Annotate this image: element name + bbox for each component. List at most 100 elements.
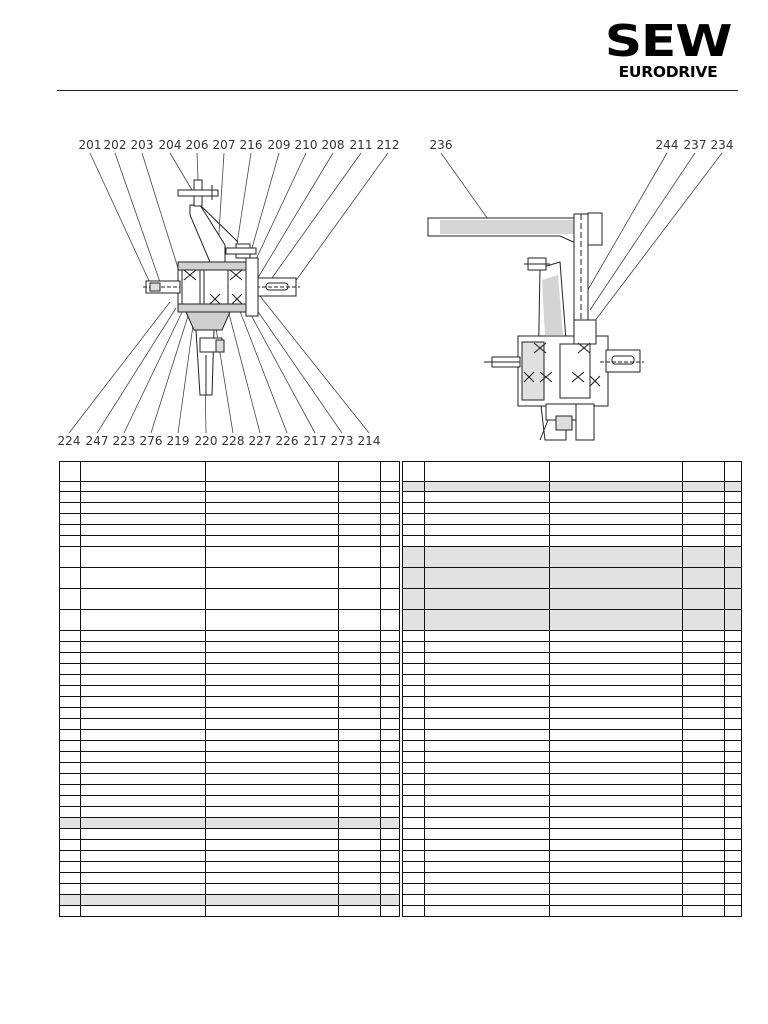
right-table-cell	[549, 546, 683, 568]
left-table-cell	[59, 630, 81, 642]
right-table-cell	[724, 546, 742, 568]
left-table-cell	[380, 773, 400, 785]
table-row	[402, 729, 742, 741]
right-table-cell	[402, 663, 425, 675]
right-table-cell	[724, 696, 742, 708]
left-table-cell	[80, 641, 206, 653]
left-table-cell	[380, 535, 400, 547]
left-table-cell	[338, 872, 381, 884]
left-table-cell	[338, 652, 381, 664]
right-table-cell	[402, 839, 425, 851]
right-table-cell	[724, 751, 742, 763]
left-table-cell	[338, 588, 381, 610]
left-table-cell	[80, 696, 206, 708]
left-table-cell	[59, 839, 81, 851]
table-row	[402, 674, 742, 686]
right-table-cell	[549, 762, 683, 774]
left-table-cell	[338, 685, 381, 697]
right-table-cell	[402, 872, 425, 884]
table-row	[59, 535, 400, 547]
right-table-cell	[724, 795, 742, 807]
left-table-cell	[59, 641, 81, 653]
right-table-cell	[424, 718, 550, 730]
right-table-cell	[424, 535, 550, 547]
table-row	[402, 773, 742, 785]
left-table-cell	[205, 663, 339, 675]
table-row	[59, 894, 400, 906]
left-table-cell	[338, 718, 381, 730]
left-table-cell	[80, 567, 206, 589]
right-table-cell	[549, 828, 683, 840]
left-table-cell	[338, 513, 381, 525]
right-table-cell	[682, 609, 725, 631]
right-table-cell	[549, 641, 683, 653]
table-row	[59, 524, 400, 536]
right-table-cell	[402, 491, 425, 503]
left-table-cell	[205, 850, 339, 862]
left-table-cell	[338, 806, 381, 818]
left-table-cell	[80, 663, 206, 675]
right-table-cell	[424, 729, 550, 741]
right-table-cell	[724, 652, 742, 664]
left-table-cell	[59, 729, 81, 741]
left-table-cell	[380, 850, 400, 862]
left-table-cell	[205, 674, 339, 686]
leader-line	[259, 295, 370, 434]
right-table-cell	[402, 685, 425, 697]
right-table-cell	[682, 828, 725, 840]
left-table-cell	[205, 630, 339, 642]
table-row	[59, 850, 400, 862]
right-table-cell	[424, 817, 550, 829]
right-table-cell	[682, 685, 725, 697]
table-row	[59, 740, 400, 752]
left-table-cell	[205, 905, 339, 917]
left-table-cell	[80, 707, 206, 719]
left-table-cell	[380, 491, 400, 503]
right-table-cell	[549, 481, 683, 492]
leader-line	[141, 152, 179, 269]
left-table-cell	[338, 740, 381, 752]
right-table-cell	[402, 740, 425, 752]
right-table-cell	[724, 729, 742, 741]
right-table-cell	[682, 850, 725, 862]
table-row	[402, 718, 742, 730]
left-table-cell	[380, 461, 400, 482]
left-table-cell	[59, 524, 81, 536]
right-table-cell	[724, 674, 742, 686]
left-table-cell	[80, 751, 206, 763]
left-table-cell	[205, 773, 339, 785]
right-table-cell	[424, 784, 550, 796]
right-table-cell	[402, 567, 425, 589]
right-table-cell	[724, 850, 742, 862]
right-table-cell	[549, 784, 683, 796]
right-table-cell	[424, 481, 550, 492]
left-table-cell	[80, 481, 206, 492]
right-table-cell	[724, 762, 742, 774]
table-row	[59, 872, 400, 884]
table-row	[402, 817, 742, 829]
left-table-cell	[59, 696, 81, 708]
left-table-cell	[205, 828, 339, 840]
left-table-cell	[338, 751, 381, 763]
right-table-cell	[424, 630, 550, 642]
left-table-cell	[80, 588, 206, 610]
right-table-cell	[682, 461, 725, 482]
table-row	[59, 751, 400, 763]
right-table-cell	[724, 641, 742, 653]
right-table-cell	[424, 461, 550, 482]
right-table-cell	[724, 872, 742, 884]
leader-line	[169, 152, 193, 191]
right-table-cell	[724, 588, 742, 610]
callout-204: 204	[159, 138, 182, 152]
leader-line	[235, 152, 252, 251]
left-table-cell	[59, 609, 81, 631]
left-table-cell	[338, 850, 381, 862]
callout-227: 227	[249, 434, 272, 448]
right-table-cell	[402, 762, 425, 774]
left-table-cell	[59, 894, 81, 906]
table-row	[59, 806, 400, 818]
right-table-cell	[424, 567, 550, 589]
right-table-cell	[682, 773, 725, 785]
right-table-cell	[402, 696, 425, 708]
